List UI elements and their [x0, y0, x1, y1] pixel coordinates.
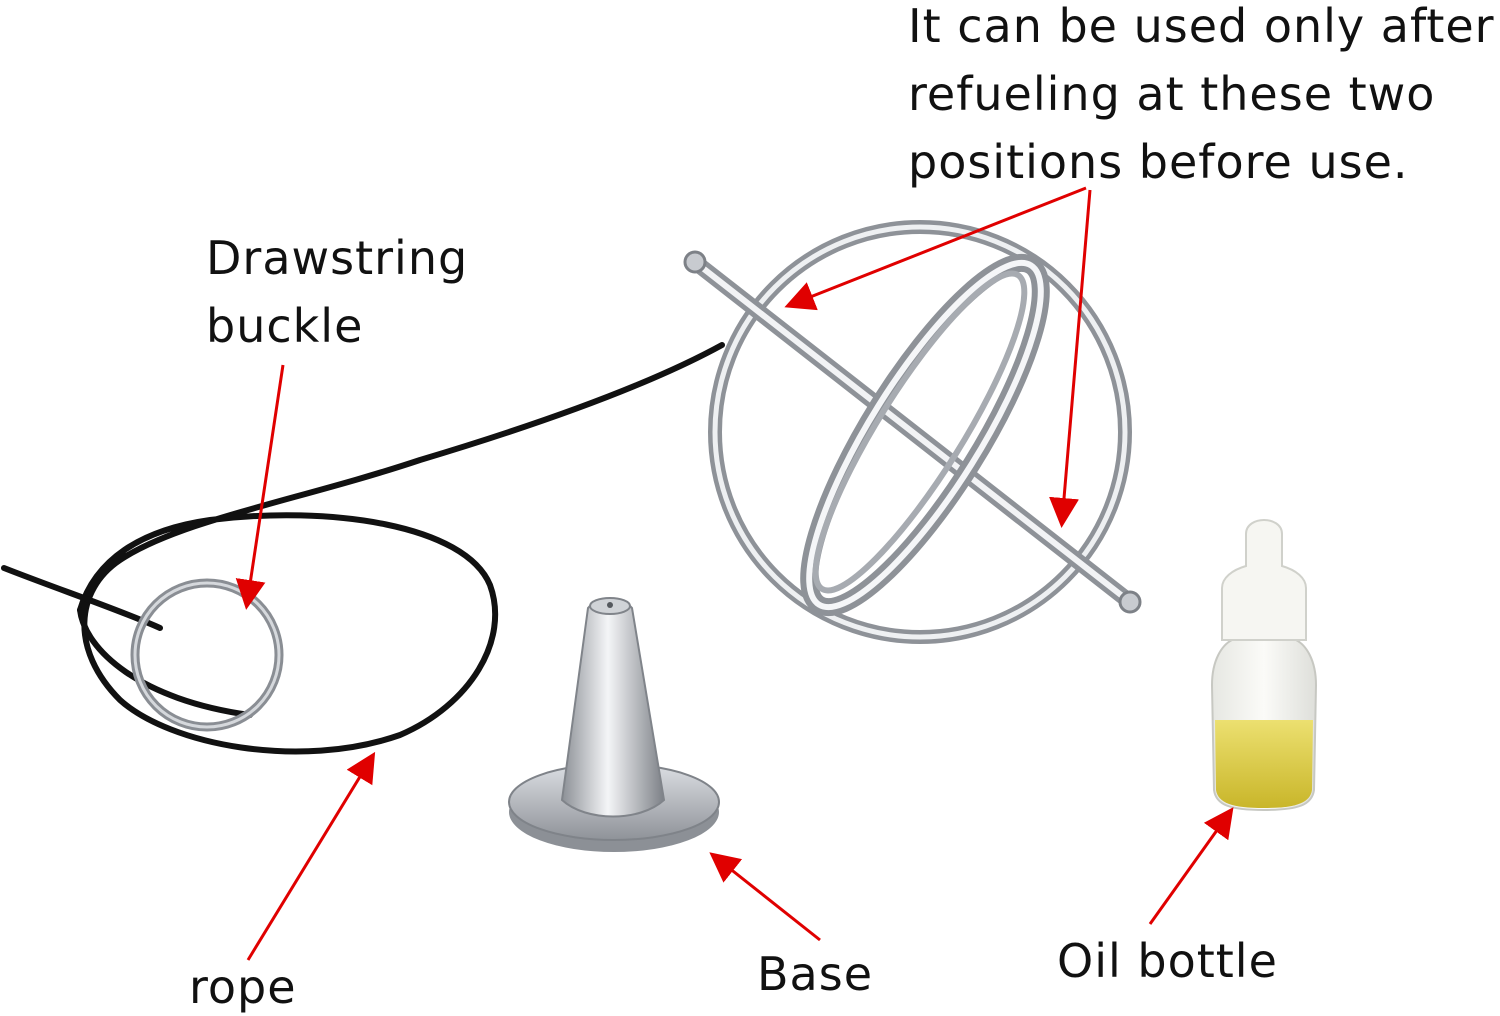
- arrow-oil: [1148, 807, 1234, 925]
- callout-arrows: [235, 186, 1234, 961]
- arrow-note-right: [1049, 189, 1092, 528]
- arrow-rope: [246, 751, 376, 961]
- refuel-note-line-3: positions before use.: [908, 135, 1409, 189]
- oil-bottle-label: Oil bottle: [1057, 934, 1278, 988]
- arrow-drawstring: [235, 364, 285, 610]
- arrow-base: [709, 852, 821, 942]
- drawstring-buckle-label: Drawstring buckle: [206, 224, 468, 360]
- refuel-note-line-1: It can be used only after: [908, 0, 1495, 53]
- drawstring-line-2: buckle: [206, 299, 364, 353]
- drawstring-line-1: Drawstring: [206, 231, 469, 285]
- rope-label: rope: [189, 960, 297, 1014]
- refuel-note-line-2: refueling at these two: [908, 67, 1436, 121]
- refuel-note-label: It can be used only after refueling at t…: [908, 0, 1495, 196]
- oil-bottle-icon: [1210, 518, 1318, 812]
- arrow-note-left: [784, 186, 1087, 311]
- key-ring-icon: [130, 578, 284, 732]
- gyroscope-icon: [683, 220, 1142, 644]
- base-label: Base: [757, 947, 874, 1001]
- metal-base-icon: [508, 597, 720, 852]
